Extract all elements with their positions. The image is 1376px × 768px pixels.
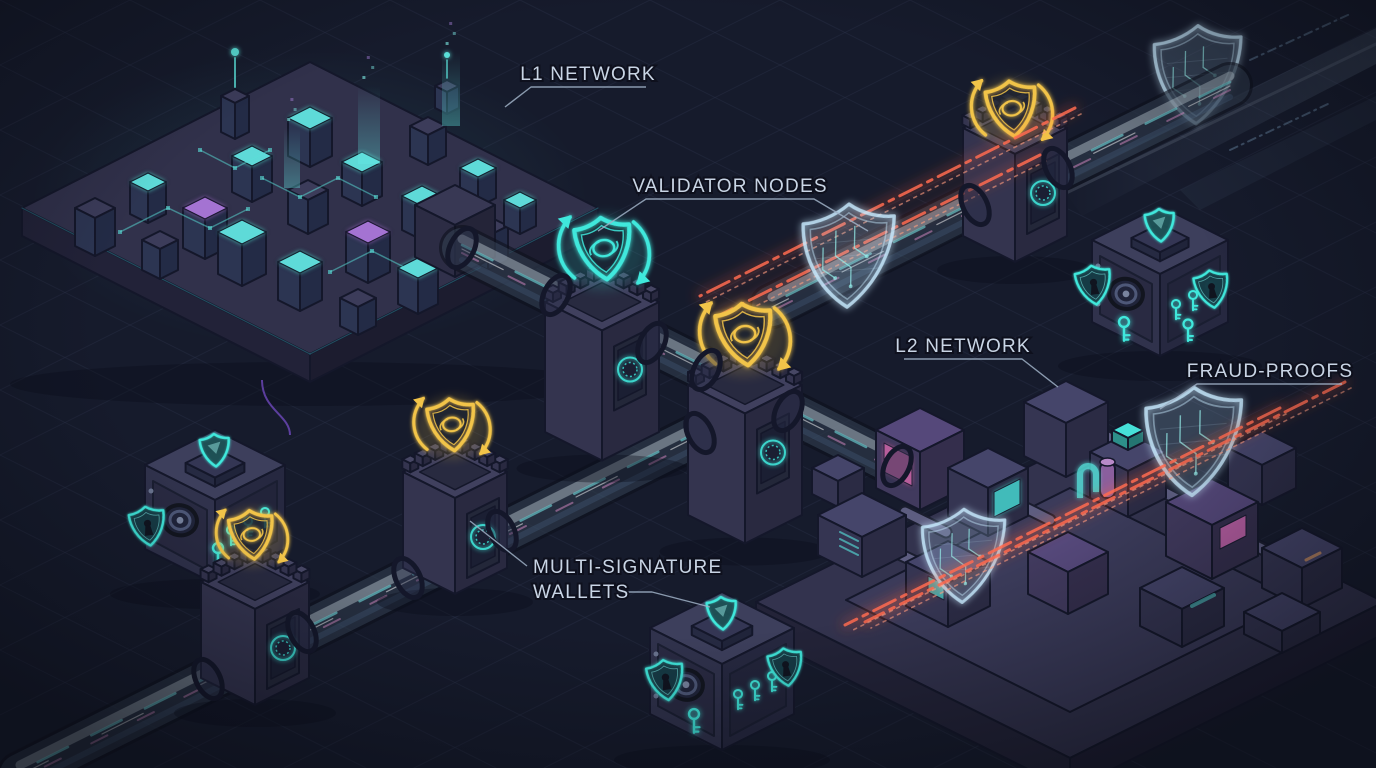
- label-validator-nodes: VALIDATOR NODES: [597, 174, 869, 232]
- l2-network-leader-line: [904, 358, 1059, 388]
- multisig-wallets-label-line2: WALLETS: [533, 582, 629, 603]
- multisig-leader-line-right: [618, 591, 711, 608]
- multisig-wallets-label-line1: MULTI-SIGNATURE: [533, 557, 722, 578]
- validator-nodes-label: VALIDATOR NODES: [632, 176, 827, 197]
- label-l1-network: L1 NETWORK: [504, 62, 657, 108]
- l1-network-label: L1 NETWORK: [520, 64, 656, 85]
- label-multi-signature-wallets: MULTI-SIGNATURE WALLETS: [469, 520, 723, 608]
- fraud-proofs-leader-line: [1159, 383, 1342, 410]
- labels-layer: L1 NETWORK VALIDATOR NODES L2 NETWORK FR…: [469, 62, 1354, 608]
- validator-nodes-leader-line: [597, 198, 869, 232]
- label-fraud-proofs: FRAUD-PROOFS: [1159, 359, 1354, 410]
- multisig-leader-line-left: [469, 520, 528, 567]
- label-l2-network: L2 NETWORK: [893, 334, 1059, 388]
- fraud-proofs-label: FRAUD-PROOFS: [1187, 361, 1353, 382]
- l2-network-label: L2 NETWORK: [895, 336, 1031, 357]
- l1-network-leader-line: [504, 86, 646, 108]
